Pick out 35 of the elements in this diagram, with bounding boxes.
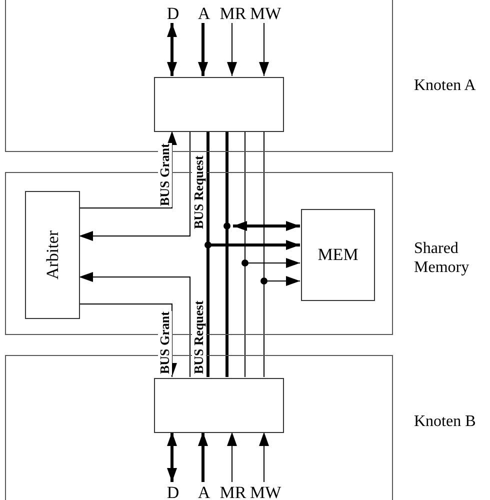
- arrow: [78, 272, 190, 378]
- box-label: Arbiter: [42, 230, 62, 280]
- arrow: [227, 432, 237, 482]
- arrow: [198, 23, 208, 76]
- arrow: [259, 432, 269, 482]
- arrow: [167, 432, 177, 482]
- arrow: [227, 22, 237, 76]
- edge-label: BUS Grant: [158, 142, 172, 207]
- box-label: MEM: [318, 245, 358, 265]
- process-box: [154, 77, 284, 132]
- signal-label: MR: [219, 483, 247, 500]
- panel-label: Knoten A: [414, 76, 476, 95]
- edge-label: BUS Request: [192, 300, 206, 375]
- arrow: [78, 304, 177, 378]
- arrow: [233, 221, 300, 231]
- signal-label: MR: [219, 4, 247, 24]
- signal-label: MW: [250, 4, 280, 24]
- signal-label: D: [163, 4, 183, 24]
- arrow: [259, 22, 269, 76]
- edge-label: BUS Request: [192, 154, 206, 230]
- process-box: [301, 209, 375, 301]
- arrow: [78, 130, 190, 241]
- signal-label: A: [194, 4, 214, 24]
- process-box: [154, 378, 284, 433]
- arrow: [167, 23, 177, 76]
- panel-label: Knoten B: [414, 412, 476, 431]
- signal-label: A: [194, 483, 214, 500]
- process-box: [25, 191, 80, 319]
- signal-label: D: [163, 483, 183, 500]
- signal-label: MW: [250, 483, 280, 500]
- arrow: [78, 130, 177, 208]
- edge-label: BUS Grant: [158, 310, 172, 375]
- panel-label: Shared Memory: [414, 239, 470, 277]
- arrow: [198, 432, 208, 482]
- arrow: [208, 240, 300, 250]
